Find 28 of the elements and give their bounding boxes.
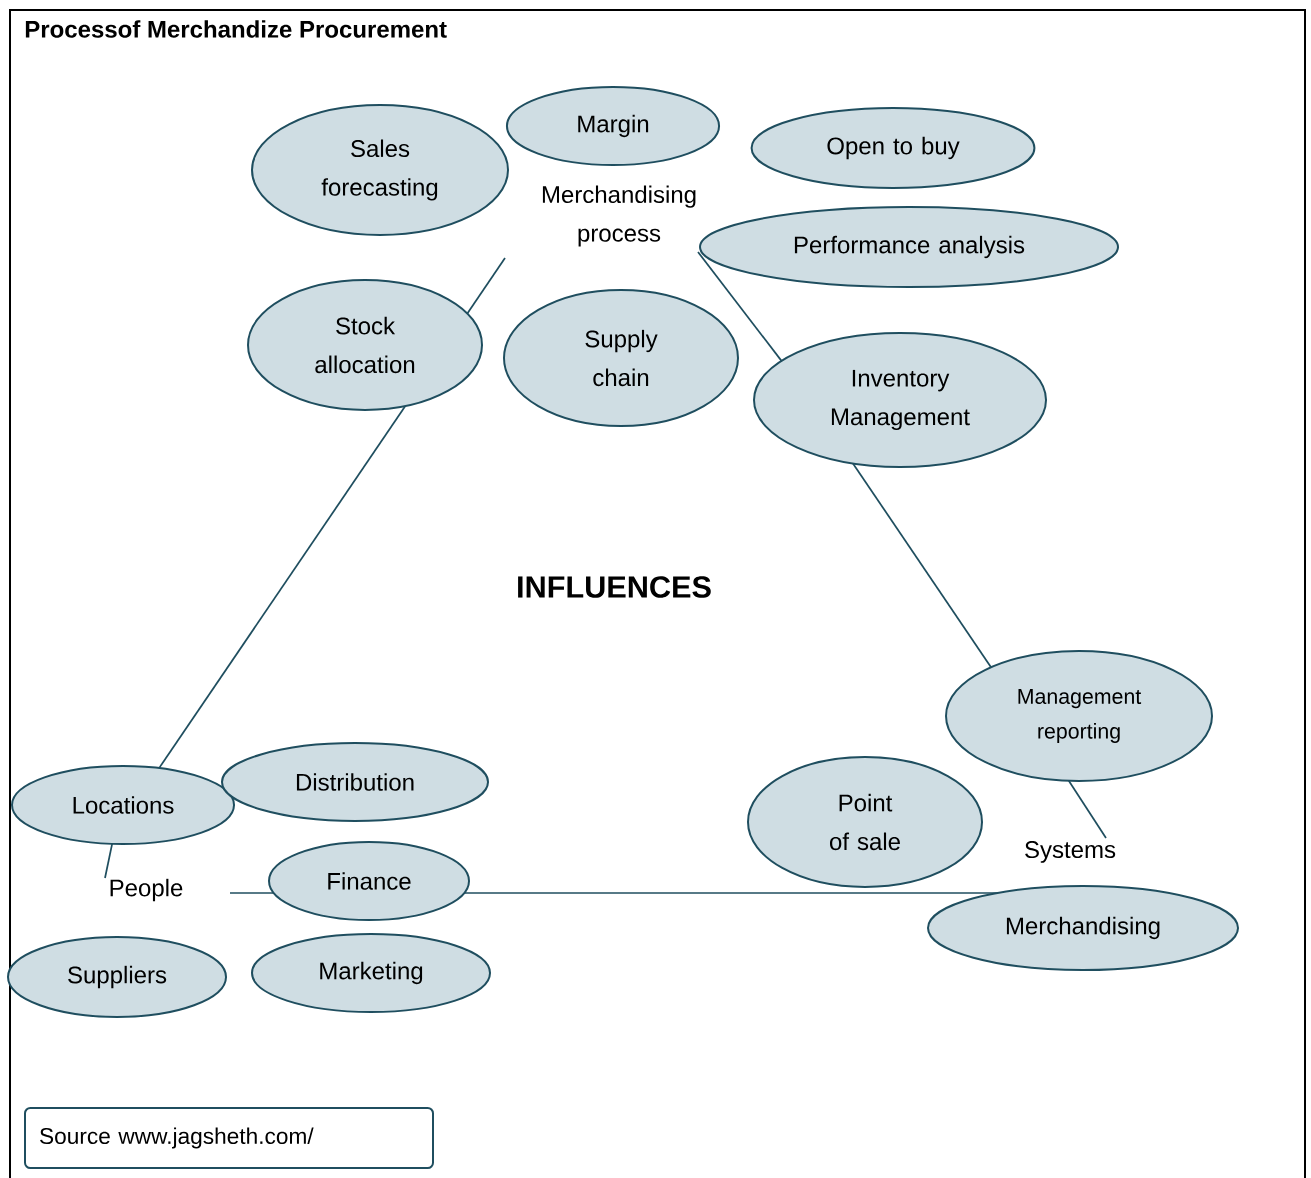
connector-line — [697, 251, 783, 362]
ellipse-node: Merchandising — [927, 885, 1239, 971]
source-box: Source www.jagsheth.com/ — [24, 1107, 434, 1169]
connector-line — [466, 257, 506, 315]
title: Processof Merchandize Procurement — [25, 20, 447, 38]
connector-line — [852, 462, 992, 669]
ellipse-node: Stock allocation — [247, 279, 483, 411]
ellipse-node: Distribution — [221, 742, 489, 822]
ellipse-node: Performance analysis — [699, 206, 1119, 288]
ellipse-node: Locations — [11, 765, 235, 845]
connector-line — [1067, 779, 1107, 839]
ellipse-node: Point of sale — [747, 756, 983, 888]
heading-text: INFLUENCES — [518, 576, 711, 598]
ellipse-node: Management reporting — [945, 650, 1213, 782]
ellipse-node: Supply chain — [503, 289, 739, 427]
ellipse-node: Finance — [268, 841, 470, 921]
ellipse-node: Margin — [505, 86, 721, 166]
ellipse-node: Sales forecasting — [251, 104, 509, 236]
ellipse-node: Suppliers — [7, 936, 227, 1018]
ellipse-node: Inventory Management — [753, 332, 1047, 468]
connector-line — [158, 405, 407, 769]
connector-line — [104, 842, 113, 879]
corner-label: Systems — [1025, 841, 1116, 863]
ellipse-node: Marketing — [251, 933, 491, 1013]
corner-label: People — [110, 878, 183, 902]
corner-label: Merchandising process — [542, 185, 696, 247]
connector-line — [229, 892, 275, 894]
ellipse-node: Open to buy — [750, 107, 1036, 189]
